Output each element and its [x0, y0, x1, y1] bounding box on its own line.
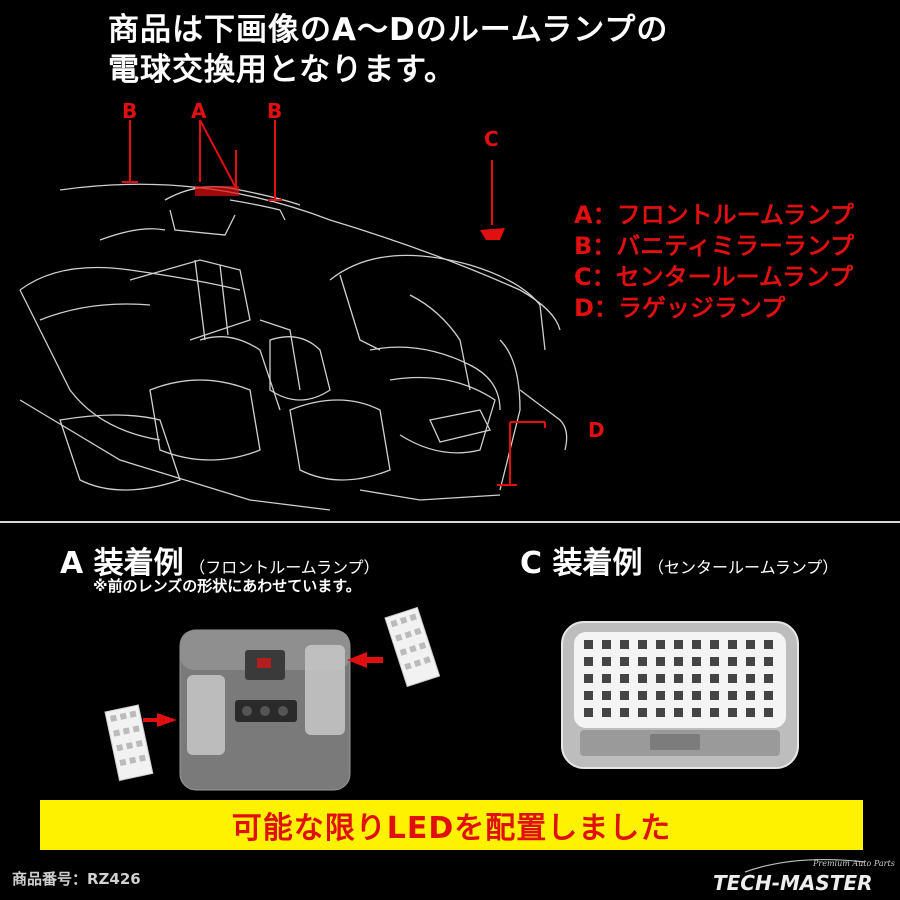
led-chip	[674, 657, 683, 666]
example-c-heading: C 装着例	[520, 546, 643, 581]
led-chip	[584, 691, 593, 700]
led-chip	[602, 674, 611, 683]
marker-c: C	[484, 127, 499, 151]
led-chip	[764, 657, 773, 666]
led-chip	[656, 674, 665, 683]
led-chip	[692, 657, 701, 666]
example-c-title: C 装着例 （センタールームランプ）	[520, 538, 838, 582]
section-divider	[0, 521, 900, 523]
led-chip	[746, 674, 755, 683]
led-chip	[692, 691, 701, 700]
led-chip	[728, 674, 737, 683]
led-board-right	[384, 606, 440, 688]
led-chip	[746, 657, 755, 666]
led-chip	[728, 640, 737, 649]
led-chip	[638, 691, 647, 700]
lamp-legend: A：フロントルームランプ B：バニティミラーランプ C：センタールームランプ D…	[574, 200, 854, 324]
led-chip	[692, 674, 701, 683]
led-chip	[638, 674, 647, 683]
led-chip	[584, 657, 593, 666]
led-chip	[764, 674, 773, 683]
led-chip	[710, 674, 719, 683]
led-chip	[764, 708, 773, 717]
led-chip	[764, 640, 773, 649]
led-chip	[656, 691, 665, 700]
led-chip	[620, 708, 629, 717]
led-chip	[728, 657, 737, 666]
led-chip	[692, 708, 701, 717]
led-chip	[710, 708, 719, 717]
led-chip	[674, 708, 683, 717]
led-chip	[584, 674, 593, 683]
banner-text: 可能な限りLEDを配置しました	[231, 811, 672, 846]
led-board-left	[104, 704, 154, 782]
legend-item-b: B：バニティミラーランプ	[574, 232, 855, 260]
led-chip	[692, 640, 701, 649]
legend-item-a: A：フロントルームランプ	[574, 201, 854, 229]
led-chip	[674, 674, 683, 683]
tech-master-logo: Premium Auto Parts TECH-MASTER	[713, 858, 895, 895]
marker-b-left: B	[122, 99, 137, 123]
led-chip	[638, 640, 647, 649]
led-chip	[602, 657, 611, 666]
led-chip	[710, 657, 719, 666]
led-chip	[746, 708, 755, 717]
led-chip	[674, 640, 683, 649]
logo-name: TECH-MASTER	[713, 871, 873, 895]
led-chip	[710, 691, 719, 700]
example-c-subtitle: （センタールームランプ）	[648, 558, 839, 577]
led-grid	[584, 640, 773, 717]
led-chip	[764, 691, 773, 700]
headline-line-2: 電球交換用となります。	[108, 52, 456, 88]
example-a-subtitle: （フロントルームランプ）	[189, 558, 380, 577]
led-chip	[584, 640, 593, 649]
headline-line-1: 商品は下画像のA〜Dのルームランプの	[108, 12, 669, 48]
example-a-title: A 装着例 （フロントルームランプ）	[60, 538, 380, 582]
marker-a: A	[191, 99, 207, 123]
roof-outline	[59, 183, 561, 331]
led-chip	[674, 691, 683, 700]
led-banner: 可能な限りLEDを配置しました	[40, 800, 863, 850]
led-chip	[746, 691, 755, 700]
product-number: 商品番号：RZ426	[12, 870, 141, 888]
car-interior-illustration: B A B C D	[19, 99, 605, 511]
marker-line-a-right	[199, 119, 237, 189]
marker-b-right: B	[267, 99, 282, 123]
lamp-a-marker	[195, 186, 239, 196]
arrow-left-icon	[143, 713, 177, 727]
led-chip	[620, 657, 629, 666]
lamp-c-marker	[480, 228, 505, 240]
led-chip	[656, 657, 665, 666]
led-chip	[638, 657, 647, 666]
led-chip	[602, 640, 611, 649]
led-chip	[620, 674, 629, 683]
led-chip	[746, 640, 755, 649]
led-chip	[656, 640, 665, 649]
led-chip	[620, 640, 629, 649]
center-room-lamp-photo	[561, 621, 799, 769]
logo-tagline: Premium Auto Parts	[812, 859, 895, 868]
led-chip	[620, 691, 629, 700]
arrow-right-icon	[347, 652, 383, 668]
led-chip	[602, 691, 611, 700]
marker-d: D	[588, 418, 605, 442]
legend-item-c: C：センタールームランプ	[574, 263, 853, 291]
headline: 商品は下画像のA〜Dのルームランプの 電球交換用となります。	[108, 10, 868, 90]
led-chip	[602, 708, 611, 717]
led-chip	[728, 691, 737, 700]
led-chip	[584, 708, 593, 717]
front-room-lamp-photo	[104, 606, 440, 791]
led-chip	[710, 640, 719, 649]
example-a-heading: A 装着例	[60, 546, 184, 581]
led-chip	[728, 708, 737, 717]
led-chip	[656, 708, 665, 717]
legend-item-d: D：ラゲッジランプ	[574, 294, 786, 322]
led-chip	[638, 708, 647, 717]
example-a-note: ※前のレンズの形状にあわせています。	[93, 577, 361, 595]
